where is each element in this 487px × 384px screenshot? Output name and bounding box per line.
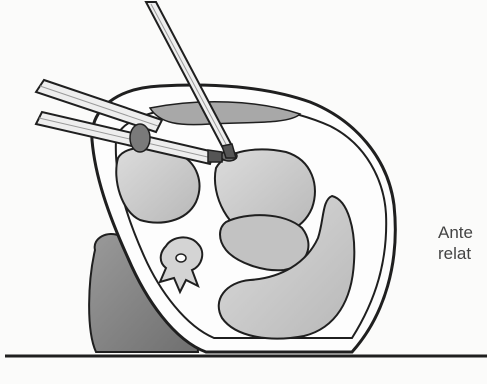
caption-line-2: relat — [438, 243, 473, 264]
side-caption: Ante relat — [438, 222, 473, 264]
caption-line-1: Ante — [438, 222, 473, 243]
port-sleeve — [130, 124, 150, 152]
spinal-canal — [176, 254, 186, 262]
